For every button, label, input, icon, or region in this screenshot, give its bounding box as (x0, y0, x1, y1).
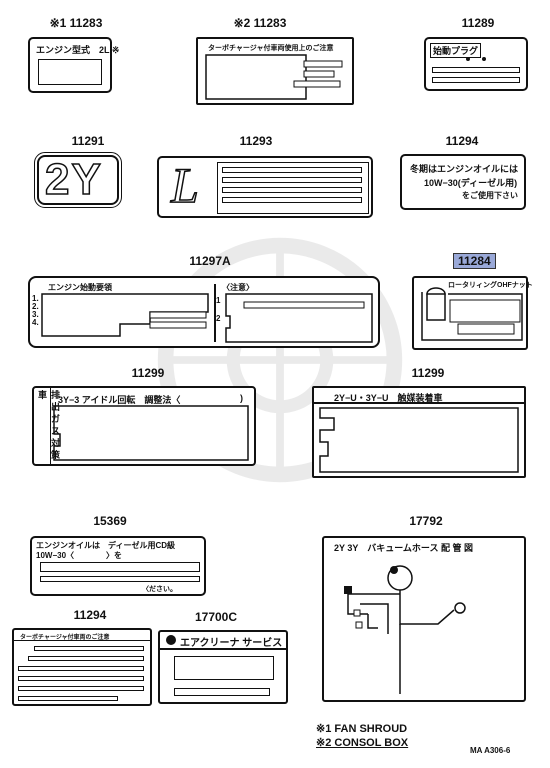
step-r1: 1 (216, 296, 221, 305)
part-number-11299-a: 11299 (131, 366, 165, 380)
vacuum-hose-diagram (344, 565, 466, 694)
label-turbo-caution: ターボチャージャ付車両のご注意 (12, 628, 152, 706)
part-number-15369: 15369 (93, 514, 127, 528)
label-rotary-nut: ロータリィングOHFナット (412, 276, 533, 350)
label-air-cleaner: エアクリーナ サービス (158, 630, 288, 704)
label-engine-start: エンジン始動要領 1. 2. 3. 4. 〈注意〉 1 2 (28, 276, 380, 348)
part-number-11294-b: 11294 (73, 608, 107, 622)
paren-close: ) (240, 393, 243, 403)
label-diagram (41, 293, 209, 337)
label-oil-notice: 冬期はエンジンオイルには 10W−30(ディーゼル用) をご使用下さい (400, 154, 526, 210)
label-text: ターボチャージャ付車両のご注意 (20, 635, 110, 641)
label-turbo-notice: ターボチャージャ付車両使用上のご注意 (196, 37, 354, 105)
label-line-1: 冬期はエンジンオイルには (410, 164, 519, 174)
label-text: 2Y (44, 154, 103, 205)
footer-note-1: ※1 FAN SHROUD (316, 723, 408, 735)
label-l-emblem: L (157, 156, 373, 218)
step-r2: 2 (216, 314, 221, 323)
diagram-code: MA A306-6 (470, 746, 511, 755)
label-idle-adjust: 排出ガス対策車 3Y−3 アイドル回転 調整法〈 ) (32, 386, 256, 466)
label-line-1: エンジンオイルは ディーゼル用CD級 (36, 541, 175, 550)
label-text: L (170, 156, 199, 214)
label-text-right: 〈注意〉 (222, 283, 254, 292)
label-text: ターボチャージャ付車両使用上のご注意 (208, 45, 334, 52)
label-side-text: 排出ガス対策車 (37, 390, 60, 462)
footer-note-2: ※2 CONSOL BOX (316, 737, 409, 749)
label-line-2: 10W−30〈 〉を (36, 551, 123, 560)
label-glow-plug: 始動プラグ (424, 37, 528, 91)
label-line-3: 〈ださい。 (142, 586, 177, 593)
part-number-11293: 11293 (239, 134, 273, 148)
part-number-11299-b: 11299 (411, 366, 445, 380)
part-number-17700c: 17700C (194, 610, 238, 624)
step-2: 2. (32, 302, 39, 311)
label-2y-emblem: 2Y (34, 152, 122, 208)
label-line-3: をご使用下さい (462, 191, 518, 200)
part-number-17792: 17792 (409, 514, 443, 528)
label-text: ロータリィングOHFナット (448, 282, 533, 289)
label-diagram-right (225, 293, 373, 343)
part-number-11283-a: ※1 11283 (49, 16, 103, 30)
step-1: 1. (32, 294, 39, 303)
label-catalyst: 2Y−U・3Y−U 触媒装着車 (312, 386, 526, 478)
label-diagram (421, 287, 523, 341)
label-text: エンジン始動要領 (48, 283, 112, 292)
label-text: 始動プラグ (430, 43, 482, 58)
part-number-11297a: 11297A (189, 254, 231, 268)
step-3: 3. (32, 310, 39, 319)
label-text: エンジン型式 2L ※ (36, 45, 120, 55)
label-text: 2Y 3Y バキュームホース 配 管 図 (334, 543, 473, 553)
label-text: 3Y−3 アイドル回転 調整法〈 (58, 395, 181, 405)
label-oil-spec: エンジンオイルは ディーゼル用CD級 10W−30〈 〉を 〈ださい。 (30, 536, 206, 596)
label-diagram (205, 54, 343, 100)
label-line-2: 10W−30(ディーゼル用) (424, 178, 518, 188)
part-number-11283-b: ※2 11283 (233, 16, 287, 30)
label-diagram (319, 407, 519, 473)
warning-icon (166, 635, 176, 645)
part-number-11294-a: 11294 (445, 134, 479, 148)
part-number-11284: 11284 (453, 252, 496, 270)
step-4: 4. (32, 318, 39, 327)
label-text: エアクリーナ サービス (180, 638, 283, 649)
label-engine-type: エンジン型式 2L ※ (28, 37, 119, 93)
label-text: 2Y−U・3Y−U 触媒装着車 (334, 393, 443, 403)
part-number-11291: 11291 (71, 134, 105, 148)
label-vacuum-hose: 2Y 3Y バキュームホース 配 管 図 (322, 536, 526, 702)
label-diagram (53, 405, 249, 461)
part-number-11289: 11289 (461, 16, 495, 30)
